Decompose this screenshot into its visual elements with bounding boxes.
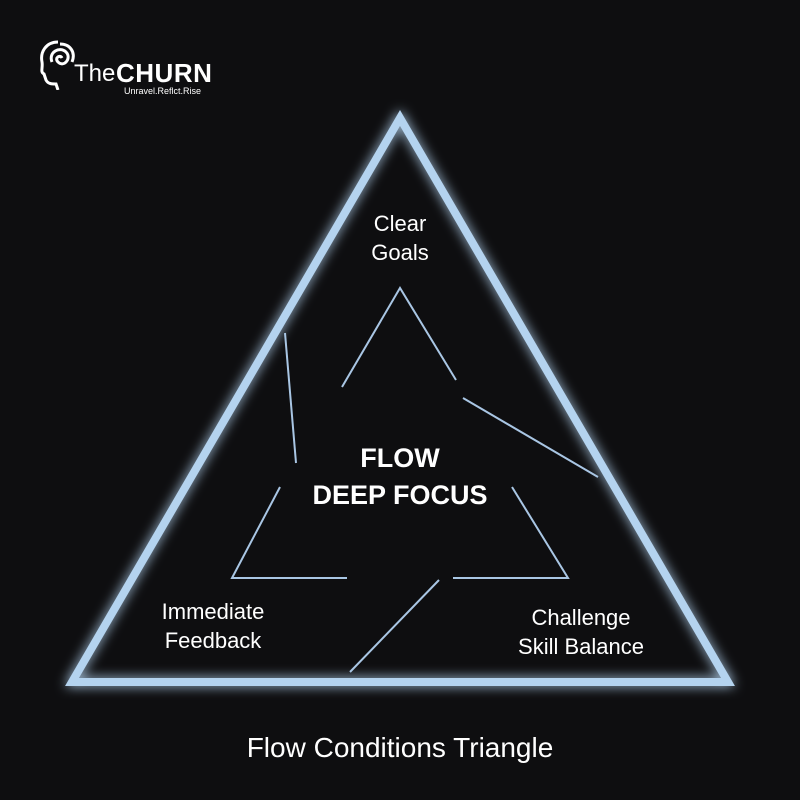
center-label: FLOW DEEP FOCUS	[250, 440, 550, 514]
vertex-label-challenge-skill-balance: Challenge Skill Balance	[496, 603, 666, 661]
label-line: Immediate	[161, 599, 265, 624]
vertex-label-clear-goals: Clear Goals	[340, 209, 460, 267]
vertex-label-immediate-feedback: Immediate Feedback	[133, 597, 293, 655]
center-line-deep-focus: DEEP FOCUS	[312, 480, 488, 510]
label-line: Clear	[373, 211, 427, 236]
outer-triangle	[65, 110, 735, 686]
head-swirl-icon	[40, 40, 75, 91]
inner-chevron-top	[341, 286, 457, 388]
brand-tagline: Unravel.Reflct.Rise	[124, 86, 202, 96]
label-line: Goals	[371, 240, 429, 265]
connector-left	[284, 332, 297, 464]
brand-name: CHURN	[116, 58, 213, 88]
label-line: Feedback	[164, 628, 262, 653]
diagram-title: Flow Conditions Triangle	[246, 732, 554, 763]
connector-right	[462, 397, 599, 478]
brand-logo: The CHURN Unravel.Reflct.Rise	[38, 38, 228, 98]
brand-prefix: The	[74, 60, 116, 87]
label-line: Challenge	[531, 605, 631, 630]
label-line: Skill Balance	[518, 634, 644, 659]
inner-chevron-left	[230, 486, 347, 579]
connector-bottom	[349, 579, 440, 673]
center-line-flow: FLOW	[360, 443, 440, 473]
inner-chevron-right	[453, 486, 570, 579]
